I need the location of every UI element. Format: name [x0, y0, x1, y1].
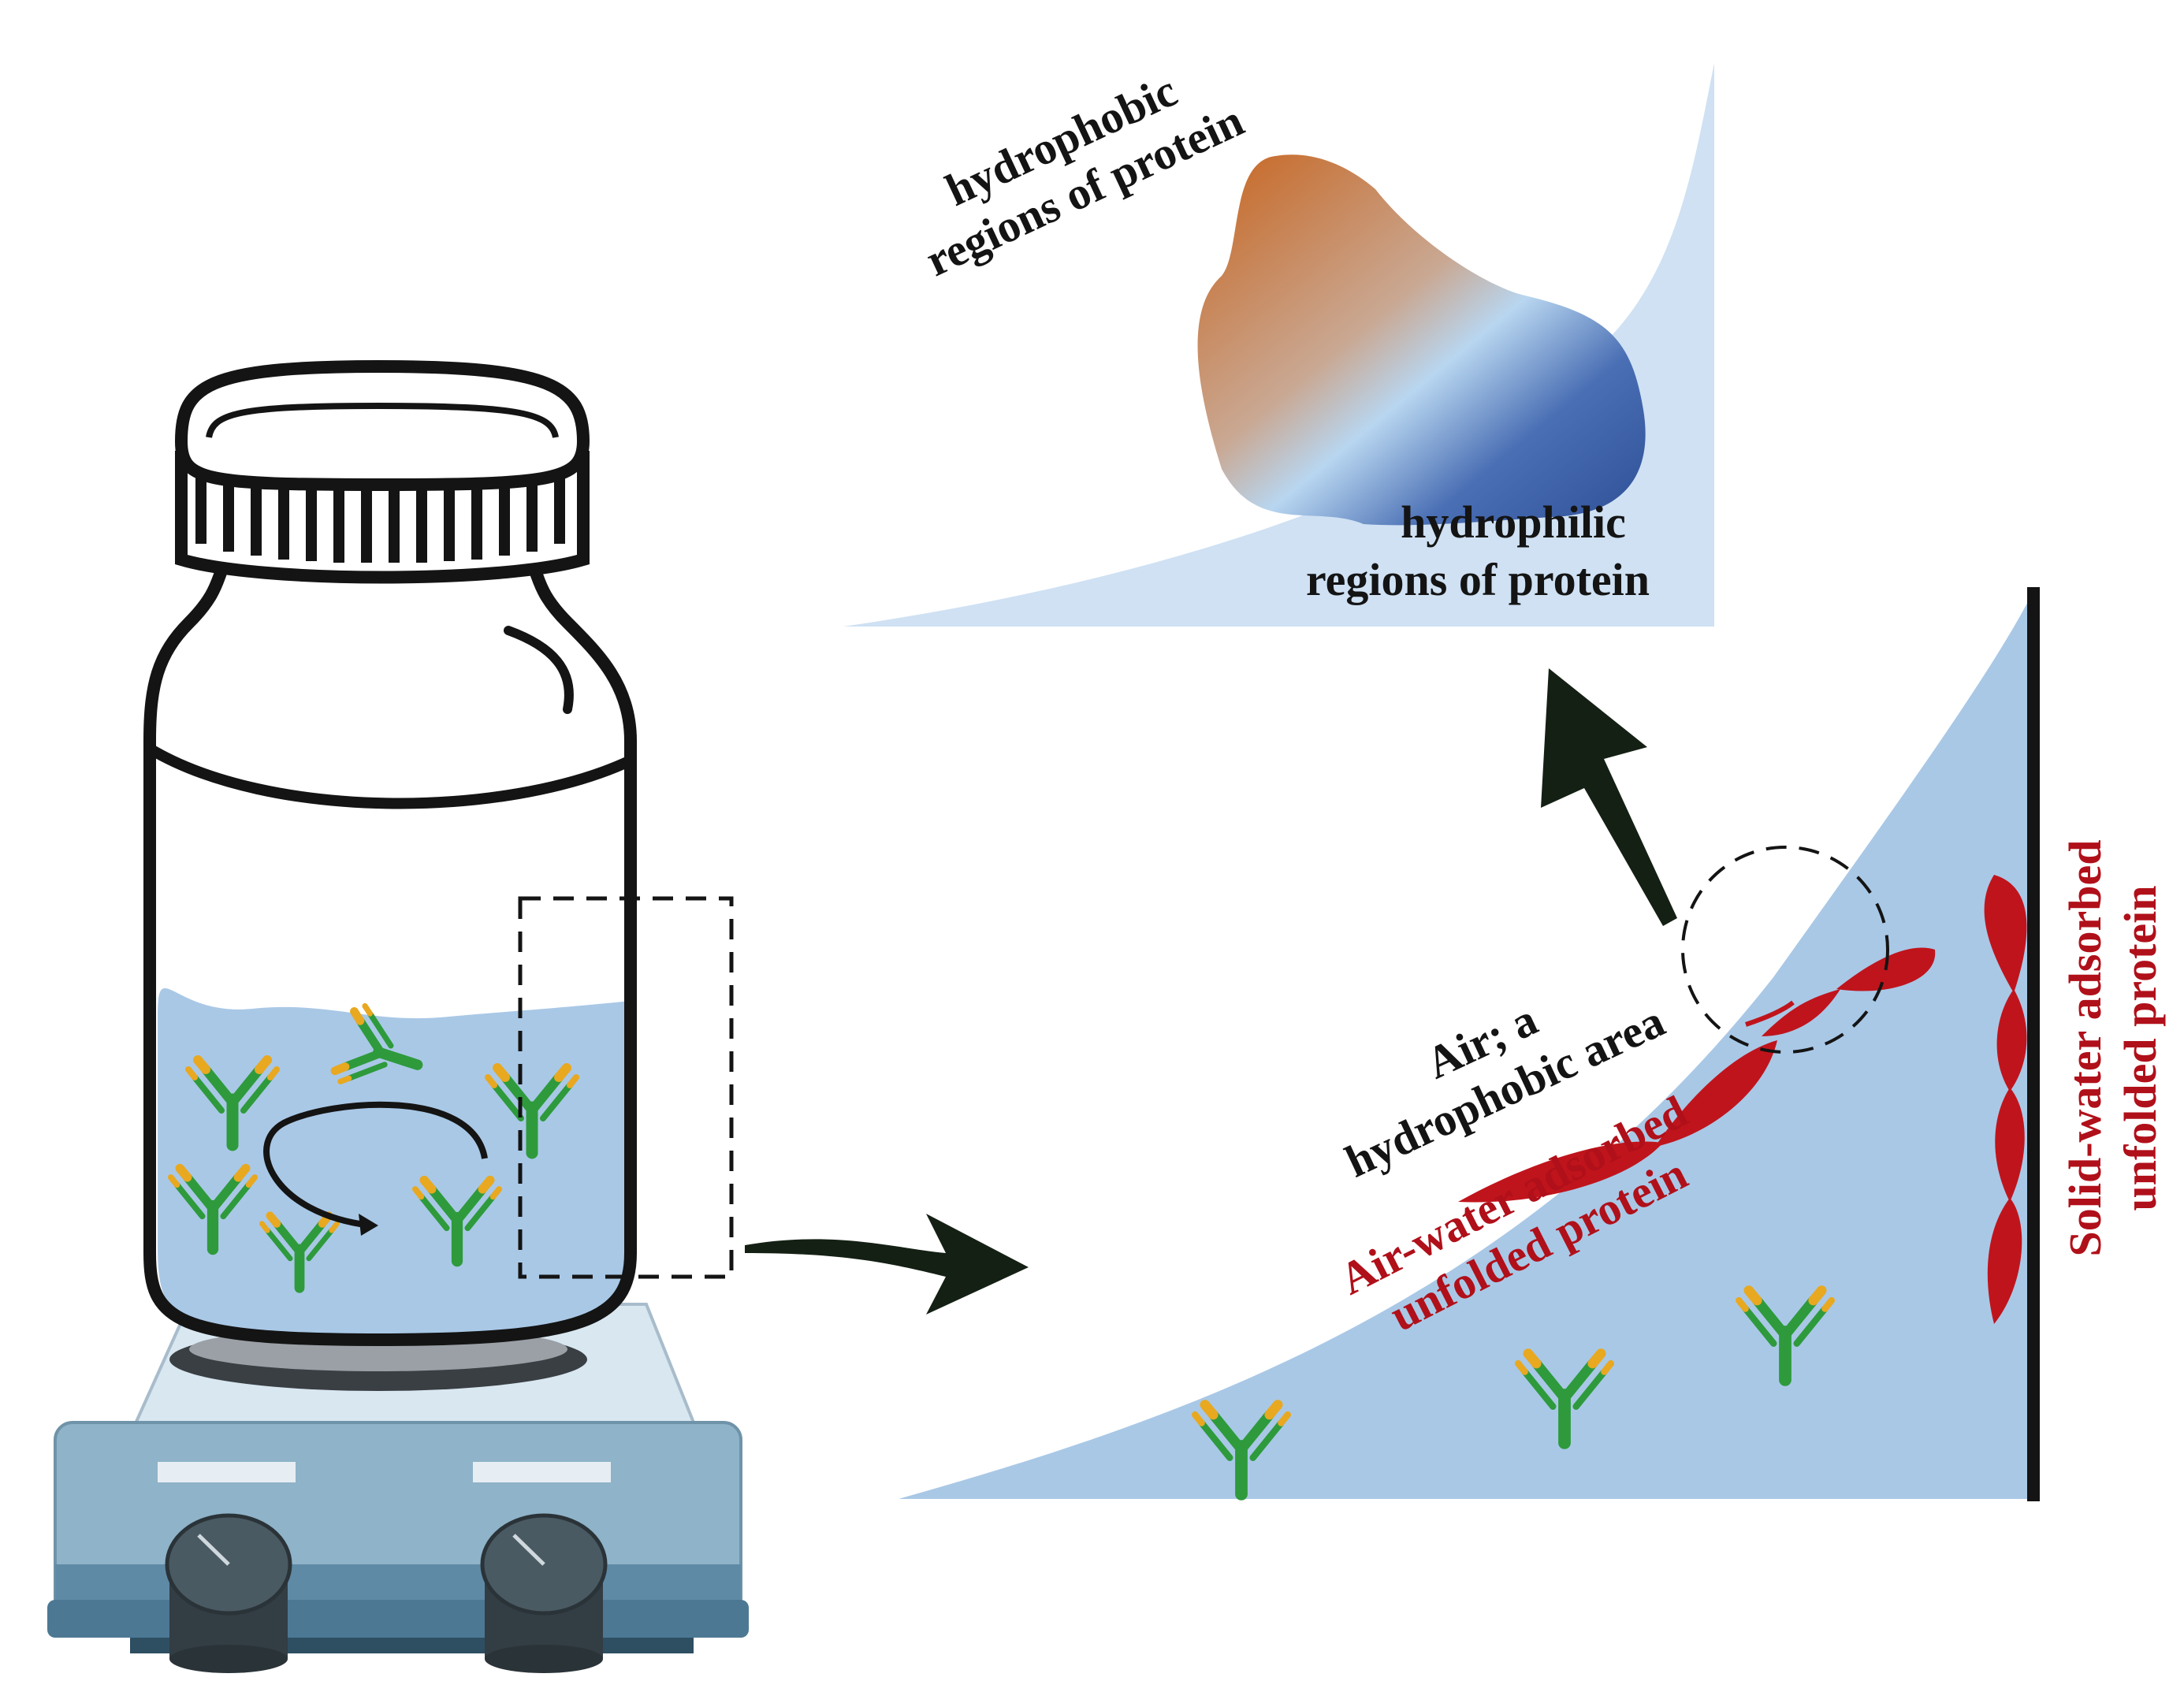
label-hydrophilic-line2: regions of protein: [1306, 554, 1650, 605]
zoom-arrow-lower-icon: [745, 1214, 1029, 1315]
protein-blob: [1197, 154, 1646, 526]
interface-zoom-panel: [899, 587, 2040, 1501]
glass-bottle: [143, 359, 637, 1347]
label-hydrophilic-line1: hydrophilic: [1401, 496, 1626, 548]
zoom-selection-rectangle: [518, 896, 734, 1279]
magnified-region-circle: [1681, 846, 1889, 1054]
zoom-arrow-upper-icon: [1541, 668, 1677, 926]
protein-regions-panel: [843, 63, 1714, 627]
stirrer-knob-right: [480, 1513, 608, 1673]
solidwater-unfolded-protein-chain: [1984, 875, 2027, 1324]
stirring-motion-arrow-icon: [263, 1101, 488, 1236]
magnetic-stirrer: [47, 1303, 749, 1673]
label-solidwater-line1: Solid-water adsorbed: [2059, 839, 2111, 1256]
label-solidwater-line2: unfolded protein: [2115, 885, 2166, 1211]
stirrer-knob-left: [165, 1513, 292, 1673]
